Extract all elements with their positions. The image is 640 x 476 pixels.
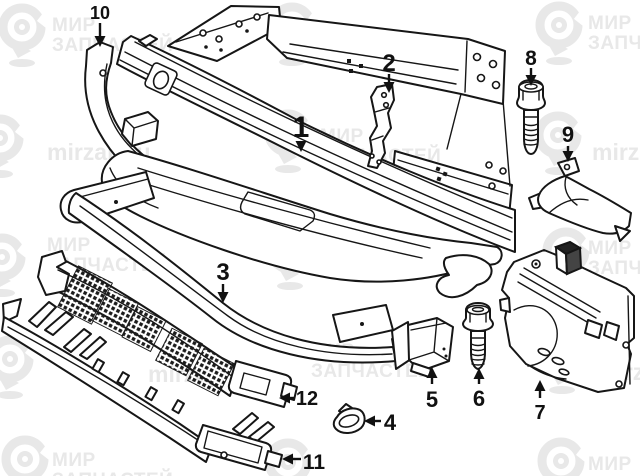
callout-6: 6	[473, 368, 485, 411]
callout-11: 11	[282, 451, 325, 474]
watermark-logo	[3, 8, 53, 67]
callout-arrowhead	[217, 292, 229, 303]
watermark-brand-line2: ЗАПЧАСТЕЙ	[588, 473, 640, 476]
callout-arrowhead	[473, 368, 485, 379]
callout-3: 3	[216, 259, 230, 303]
watermark-brand-line1: МИР	[588, 13, 632, 34]
callout-arrowhead	[426, 367, 438, 378]
callout-number: 6	[473, 386, 485, 411]
watermark-brand-line1: МИР	[47, 235, 91, 256]
callout-number: 10	[90, 3, 110, 23]
callout-7: 7	[534, 380, 546, 424]
part-1-bumper-reinforcement	[116, 34, 516, 253]
callout-arrowhead	[562, 151, 574, 162]
part-frame-rail-left	[167, 5, 282, 62]
callout-1: 1	[293, 111, 310, 152]
callout-2: 2	[382, 50, 396, 93]
callout-number: 3	[216, 259, 229, 286]
callout-arrowhead	[279, 392, 290, 404]
part-11-lower-absorber	[1, 298, 283, 471]
callout-arrowhead	[295, 141, 307, 152]
callout-arrowhead	[94, 36, 106, 47]
callout-arrowhead	[534, 380, 546, 391]
callout-number: 9	[562, 122, 574, 147]
watermark-brand-line2: ЗАПЧАСТЕЙ	[588, 257, 640, 279]
callout-number: 1	[293, 111, 310, 144]
callout-number: 5	[426, 387, 438, 412]
watermark-logo	[540, 6, 590, 65]
part-2-bracket	[367, 83, 395, 169]
callout-8: 8	[525, 47, 537, 86]
watermark-logo	[0, 119, 31, 178]
watermark-brand-line1: МИР	[588, 454, 632, 475]
callout-number: 11	[303, 451, 326, 474]
part-carrier-panel	[59, 111, 503, 299]
callout-9: 9	[562, 122, 574, 162]
callout-arrowhead	[383, 82, 395, 93]
watermark-url-text: mirzap.ru	[592, 139, 640, 165]
callout-arrowhead	[282, 453, 293, 465]
callout-10: 10	[90, 3, 110, 47]
part-frame-rail-right	[266, 14, 511, 187]
callout-number: 12	[296, 388, 318, 410]
drawing	[1, 5, 635, 471]
part-12-energy-absorber	[37, 250, 298, 408]
callout-5: 5	[426, 367, 438, 412]
callout-number: 2	[382, 50, 395, 77]
part-6-bolt	[462, 302, 494, 370]
callout-number: 4	[384, 410, 397, 435]
watermark-brand-line2: ЗАПЧАСТЕЙ	[588, 32, 640, 54]
callout-4: 4	[364, 410, 397, 435]
watermark-logo	[542, 442, 592, 476]
watermark-brand-line1: МИР	[52, 450, 96, 471]
watermark-logo	[0, 238, 33, 297]
callout-arrowhead	[525, 75, 537, 86]
callout-number: 7	[534, 402, 545, 424]
callout-number: 8	[525, 47, 537, 70]
part-5-bracket	[391, 317, 454, 378]
callout-arrowhead	[364, 415, 375, 427]
callout-12: 12	[279, 388, 318, 410]
watermark-logo	[6, 440, 56, 476]
part-7-side-mount	[499, 240, 635, 393]
watermark-brand-line1: МИР	[588, 238, 632, 259]
part-9-bracket	[528, 157, 632, 242]
watermark-brand-line1: МИР	[52, 15, 96, 36]
watermark-brand-line2: ЗАПЧАСТЕЙ	[52, 469, 173, 476]
part-4-clip	[332, 403, 366, 434]
